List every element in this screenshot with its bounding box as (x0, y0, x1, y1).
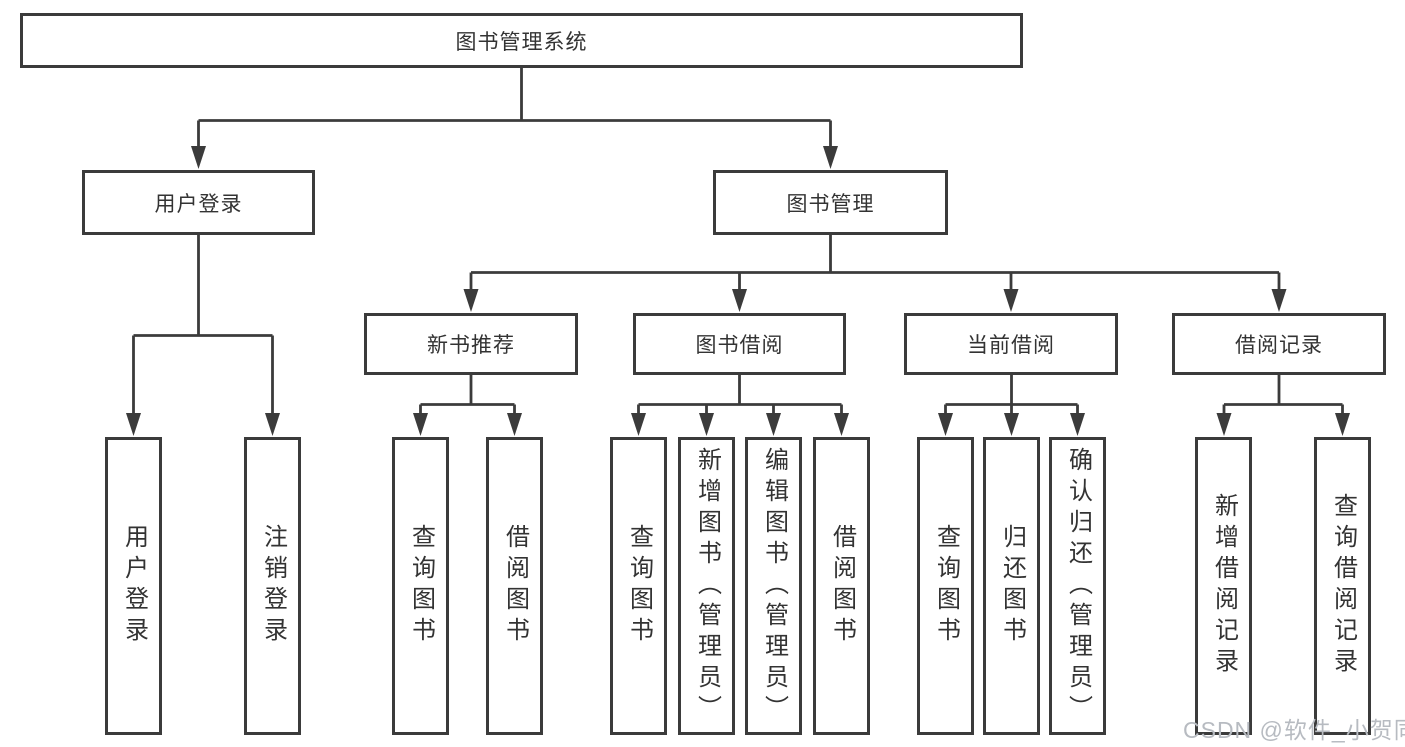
leaf-label: 查询图书 (932, 524, 960, 648)
leaf-borrow-books-recommend: 借阅图书 (486, 437, 543, 735)
node-label: 图书管理系统 (455, 30, 588, 54)
leaf-label: 查询借阅记录 (1329, 493, 1357, 679)
leaf-label: 确认归还（管理员） (1064, 446, 1092, 726)
leaf-edit-books-admin: 编辑图书（管理员） (745, 437, 802, 735)
leaf-return-books: 归还图书 (983, 437, 1040, 735)
leaf-label: 新增图书（管理员） (693, 446, 721, 726)
leaf-confirm-return-admin: 确认归还（管理员） (1049, 437, 1106, 735)
node-book-borrowing: 图书借阅 (633, 313, 846, 375)
leaf-label: 借阅图书 (501, 524, 529, 648)
node-label: 图书借阅 (695, 334, 784, 357)
leaf-label: 借阅图书 (828, 524, 856, 648)
node-book-management: 图书管理 (713, 170, 948, 235)
node-label: 当前借阅 (967, 334, 1055, 357)
node-label: 图书管理 (786, 192, 875, 216)
leaf-add-borrow-record: 新增借阅记录 (1195, 437, 1252, 735)
leaf-user-login: 用户登录 (105, 437, 162, 735)
leaf-borrow-books: 借阅图书 (813, 437, 870, 735)
leaf-query-books-recommend: 查询图书 (392, 437, 449, 735)
leaf-label: 注销登录 (259, 524, 287, 648)
watermark-text: CSDN @软件_小贺同学 (1183, 717, 1405, 743)
leaf-query-borrow-record: 查询借阅记录 (1314, 437, 1371, 735)
leaf-label: 用户登录 (120, 524, 148, 648)
node-label: 新书推荐 (427, 334, 515, 357)
node-library-management-system: 图书管理系统 (20, 13, 1023, 68)
node-new-book-recommendation: 新书推荐 (364, 313, 578, 375)
leaf-query-books-current: 查询图书 (917, 437, 974, 735)
leaf-label: 新增借阅记录 (1210, 493, 1238, 679)
leaf-logout: 注销登录 (244, 437, 301, 735)
leaf-label: 归还图书 (998, 524, 1026, 648)
leaf-label: 编辑图书（管理员） (760, 446, 788, 726)
node-label: 借阅记录 (1235, 334, 1323, 357)
node-borrowing-records: 借阅记录 (1172, 313, 1386, 375)
node-current-borrowing: 当前借阅 (904, 313, 1118, 375)
leaf-query-books-borrowing: 查询图书 (610, 437, 667, 735)
leaf-label: 查询图书 (407, 524, 435, 648)
node-label: 用户登录 (154, 192, 243, 216)
node-user-login: 用户登录 (82, 170, 315, 235)
leaf-label: 查询图书 (625, 524, 653, 648)
leaf-add-books-admin: 新增图书（管理员） (678, 437, 735, 735)
